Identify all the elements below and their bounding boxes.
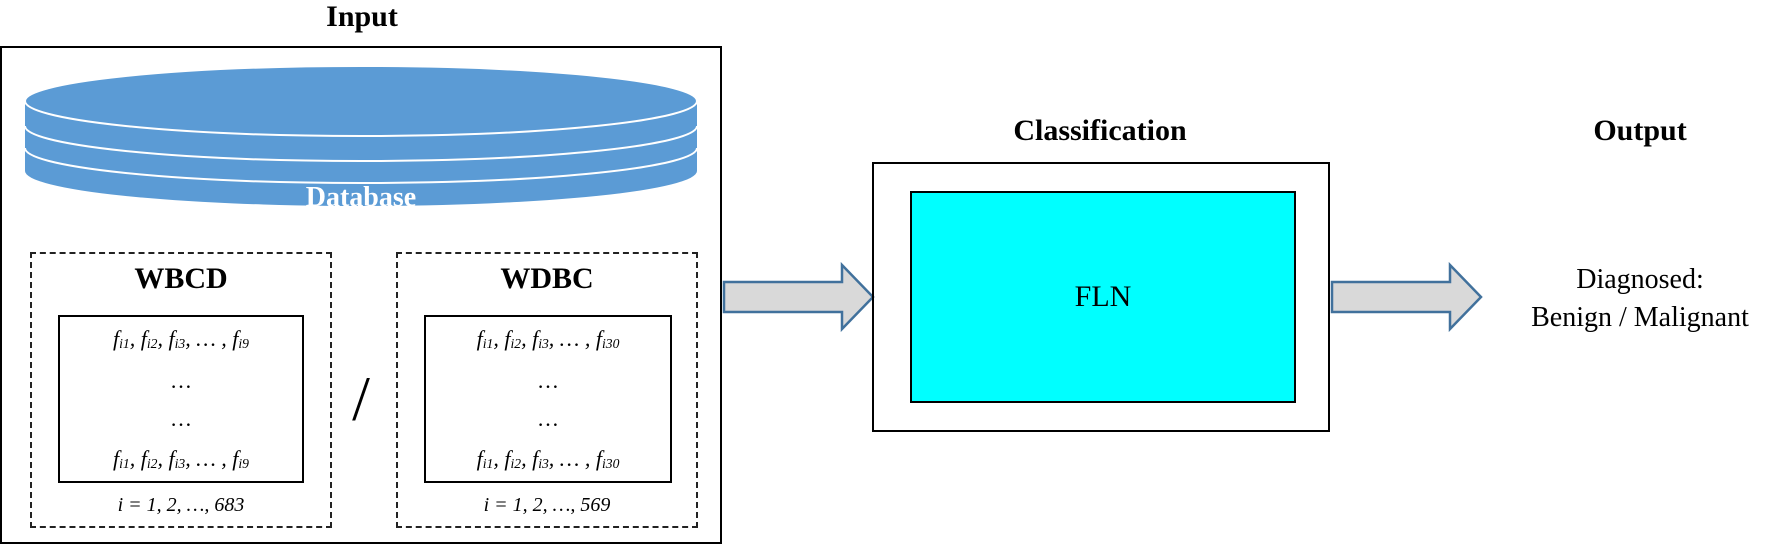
- feature-subscript: i1: [119, 336, 130, 352]
- feature-subscript: i30: [601, 336, 620, 352]
- input-to-classification-arrow: [722, 262, 875, 332]
- wbcd-feature-box: [58, 315, 304, 483]
- wbcd-feature-row-last: fi1, fi2, fi3, … , fi9: [113, 446, 249, 472]
- feature-subscript: i3: [538, 336, 549, 352]
- feature-subscript: i2: [510, 456, 522, 472]
- wdbc-index-range: i = 1, 2, …, 569: [483, 494, 611, 516]
- database-ring-2: [24, 147, 698, 184]
- wbcd-feature-row-first: fi1, fi2, fi3, … , fi9: [113, 326, 249, 352]
- classification-heading: Classification: [1013, 114, 1187, 147]
- feature-subscript: i9: [238, 456, 249, 472]
- database-cylinder-icon: Database: [24, 65, 698, 213]
- fln-model-box: [910, 191, 1296, 403]
- wbcd-ellipsis-2: …: [170, 406, 192, 431]
- wdbc-title: WDBC: [500, 262, 594, 295]
- input-heading: Input: [326, 0, 398, 33]
- feature-subscript: i3: [174, 336, 186, 352]
- output-line-1: Diagnosed:: [1576, 264, 1704, 295]
- database-label: Database: [306, 182, 416, 213]
- wdbc-dataset-box: [396, 252, 698, 528]
- feature-subscript: i1: [119, 456, 130, 472]
- classification-to-output-arrow: [1330, 262, 1483, 332]
- classification-frame: [872, 162, 1330, 432]
- wdbc-feature-row-last: fi1, fi2, fi3, … , fi30: [476, 446, 620, 472]
- feature-subscript: i1: [482, 336, 494, 352]
- feature-subscript: i2: [146, 336, 158, 352]
- output-heading: Output: [1593, 114, 1687, 147]
- wdbc-ellipsis-2: …: [537, 406, 559, 431]
- feature-subscript: i9: [238, 336, 249, 352]
- wbcd-title: WBCD: [134, 262, 228, 295]
- feature-subscript: i3: [174, 456, 186, 472]
- feature-subscript: i2: [146, 456, 158, 472]
- wdbc-feature-row-first: fi1, fi2, fi3, … , fi30: [476, 326, 620, 352]
- feature-subscript: i3: [538, 456, 549, 472]
- wdbc-feature-box: [424, 315, 672, 483]
- feature-subscript: i30: [601, 456, 620, 472]
- arrow-right-icon: [722, 262, 875, 332]
- fln-label: FLN: [1074, 280, 1132, 313]
- feature-subscript: i1: [482, 456, 494, 472]
- wbcd-index-range: i = 1, 2, …, 683: [117, 494, 245, 516]
- input-frame: [0, 46, 722, 544]
- output-line-2: Benign / Malignant: [1531, 302, 1749, 333]
- dataset-separator: /: [352, 363, 370, 434]
- database-ring-1: [24, 125, 698, 162]
- wbcd-ellipsis-1: …: [170, 368, 192, 393]
- wbcd-dataset-box: [30, 252, 332, 528]
- wdbc-ellipsis-1: …: [537, 368, 559, 393]
- arrow-right-icon: [1330, 262, 1483, 332]
- feature-subscript: i2: [510, 336, 522, 352]
- database-top: [24, 65, 698, 137]
